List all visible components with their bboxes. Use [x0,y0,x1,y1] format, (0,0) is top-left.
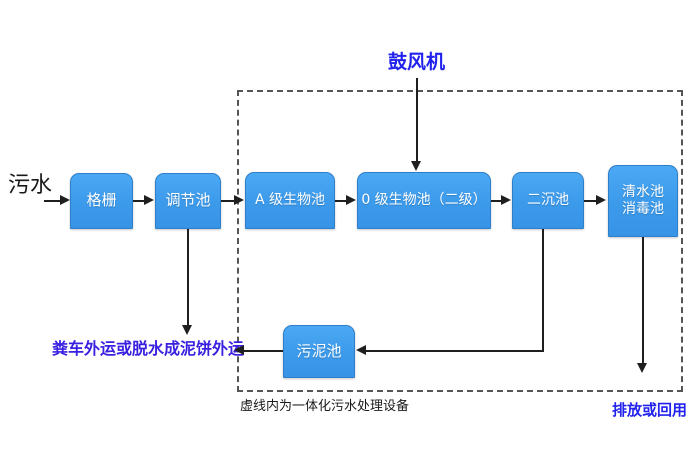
influent-label: 污水 [8,173,53,198]
arrowhead-influent-to-grille [60,195,70,205]
box-o-stage-bio-tank[interactable]: 0 级生物池（二级） [357,172,491,229]
box-sludge-tank[interactable]: 污泥池 [283,325,355,378]
box-a-stage-bio-tank[interactable]: A 级生物池 [245,172,335,229]
connector-clearwater-to-effluent [642,237,644,365]
arrowhead-secondary-to-clearwater [596,195,606,205]
blower-label: 鼓风机 [388,51,446,73]
enclosure-caption: 虚线内为一体化污水处理设备 [240,399,410,414]
arrowhead-regulating-to-a-stage [234,195,244,205]
box-secondary-clarifier[interactable]: 二沉池 [512,172,584,229]
connector-blower-to-o-stage [416,78,418,162]
sludge-haul-label: 粪车外运或脱水成泥饼外运 [52,339,245,358]
arrowhead-sludge-to-haul [234,345,244,355]
arrowhead-regulating-to-haul [182,325,192,335]
arrowhead-secondary-to-sludge [356,345,366,355]
connector-secondary-to-sludge-horizontal [366,350,544,352]
integrated-equipment-enclosure [237,90,683,392]
arrowhead-o-stage-to-secondary [501,195,511,205]
connector-secondary-to-clearwater [584,200,598,202]
connector-grille-to-regulating [133,200,146,202]
connector-secondary-to-sludge-vertical [542,229,544,351]
connector-a-stage-to-o-stage [335,200,348,202]
connector-regulating-to-haul [187,229,189,327]
box-grille[interactable]: 格栅 [70,173,133,229]
arrowhead-grille-to-regulating [144,195,154,205]
box-regulating-tank[interactable]: 调节池 [155,173,221,229]
connector-o-stage-to-secondary [491,200,503,202]
connector-sludge-to-haul [243,350,283,352]
connector-regulating-to-a-stage [221,200,236,202]
arrowhead-clearwater-to-effluent [637,363,647,373]
box-clearwater-disinfection-tank[interactable]: 清水池 消毒池 [608,165,678,237]
arrowhead-blower-to-o-stage [411,161,421,171]
connector-influent-to-grille [44,200,62,202]
arrowhead-a-stage-to-o-stage [346,195,356,205]
effluent-label: 排放或回用 [612,401,688,419]
